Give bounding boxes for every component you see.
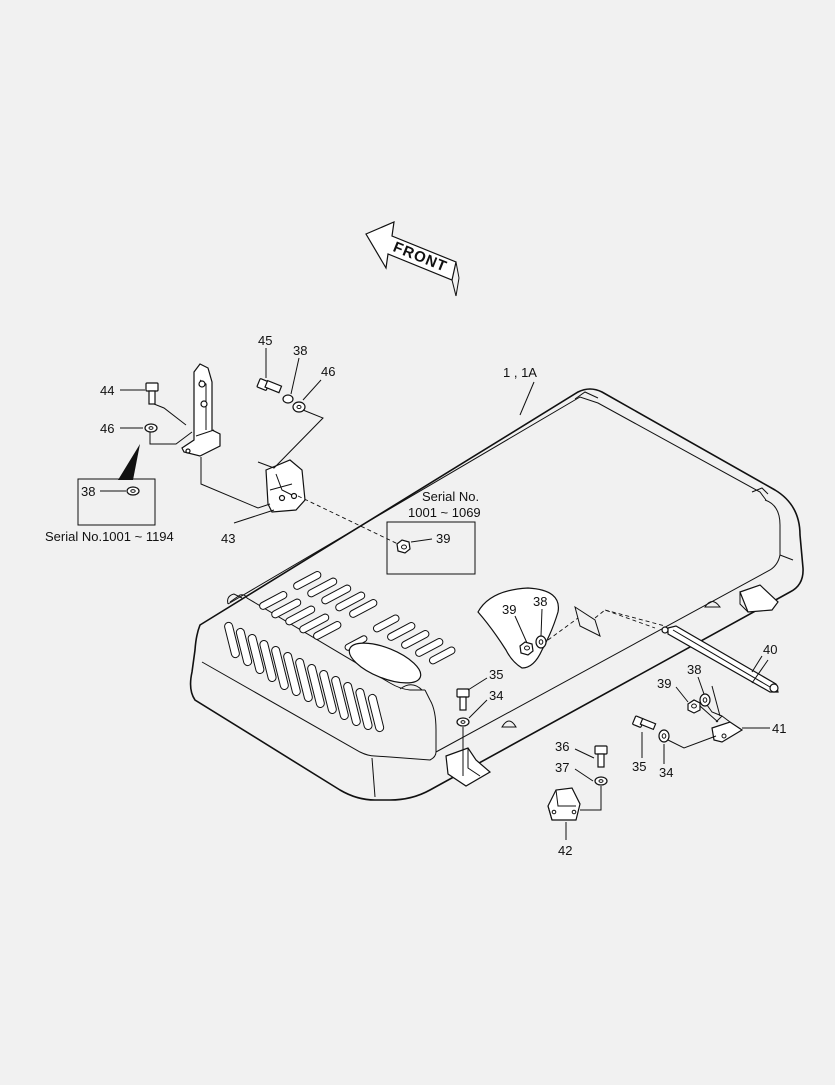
vent-slots-front	[224, 621, 385, 733]
callout-34-right: 34	[659, 765, 673, 780]
washer-46b-icon	[292, 401, 306, 413]
callout-38-mid: 38	[533, 594, 547, 609]
serial-box-line1: Serial No.	[422, 489, 479, 504]
callout-37: 37	[555, 760, 569, 775]
washer-46-icon	[144, 423, 158, 433]
callout-39-right: 39	[657, 676, 671, 691]
lock-pad	[477, 587, 601, 669]
callout-38-box: 38	[81, 484, 95, 499]
washer-38-icon	[282, 394, 294, 404]
leader-38	[290, 357, 300, 395]
callout-38-top: 38	[293, 343, 307, 358]
callout-46-left: 46	[100, 421, 114, 436]
bump-right	[704, 601, 721, 608]
front-label: FRONT	[391, 239, 450, 276]
serial-left-note: Serial No.1001 ~ 1194	[45, 529, 174, 544]
bracket-42	[547, 745, 608, 840]
serial-box-line2: 1001 ~ 1069	[408, 505, 481, 520]
callout-38-right: 38	[687, 662, 701, 677]
lockpad-fasteners	[514, 608, 666, 656]
callout-34-front: 34	[489, 688, 503, 703]
callout-36: 36	[555, 739, 569, 754]
callout-39-box: 39	[436, 531, 450, 546]
vent-slots-top	[259, 571, 456, 684]
bolt-45-icon	[256, 378, 283, 394]
fasteners-front	[456, 677, 488, 776]
callout-41: 41	[772, 721, 786, 736]
callout-43: 43	[221, 531, 235, 546]
callout-42: 42	[558, 843, 572, 858]
front-arrow-icon: FRONT	[365, 221, 460, 297]
bolt-44-icon	[145, 382, 159, 405]
latch-assembly	[144, 363, 399, 545]
callout-39-mid: 39	[502, 602, 516, 617]
callout-35-front: 35	[489, 667, 503, 682]
callout-44: 44	[100, 383, 114, 398]
serial-inset-38	[77, 444, 156, 526]
callout-45: 45	[258, 333, 272, 348]
callout-assembly: 1 , 1A	[503, 365, 537, 380]
damper-rod	[661, 625, 779, 693]
leader-40	[751, 655, 763, 673]
callout-46-top: 46	[321, 364, 335, 379]
callout-40: 40	[763, 642, 777, 657]
bump-front	[501, 720, 517, 728]
engine-cover	[189, 388, 804, 801]
leader-assembly	[519, 381, 535, 416]
fasteners-right	[632, 676, 723, 764]
leader-46	[302, 379, 322, 401]
cover-hinge-right	[739, 584, 779, 613]
serial-inset-39	[386, 521, 476, 575]
callout-35-right: 35	[632, 759, 646, 774]
bracket-41	[711, 715, 770, 743]
cover-hinge-front	[445, 747, 492, 787]
